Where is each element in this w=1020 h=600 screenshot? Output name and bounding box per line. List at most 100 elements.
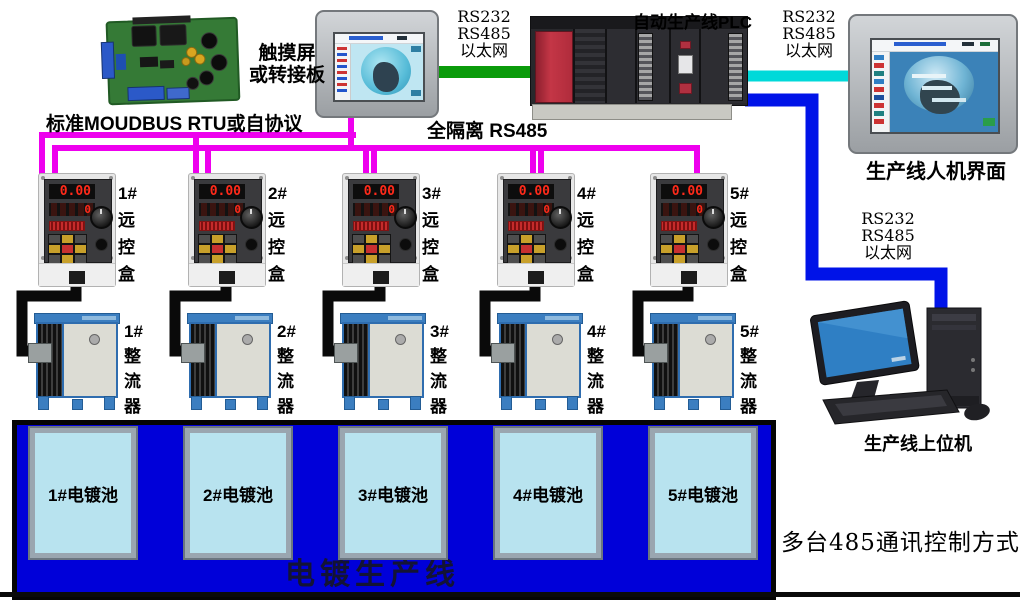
right-button <box>224 244 237 254</box>
cabinet-front <box>368 322 424 398</box>
host-computer <box>805 300 1015 430</box>
plating-tank: 3#电镀池 <box>338 426 448 560</box>
tank-label: 1#电镀池 <box>48 485 118 505</box>
button <box>198 234 211 244</box>
cable-slot <box>681 271 697 284</box>
touch-panel-label: 触摸屏 或转接板 <box>244 43 330 87</box>
screw-decor <box>721 176 725 180</box>
set-button <box>520 244 533 254</box>
remote-box-label: 3# 远控盒 <box>422 180 448 288</box>
rs485-text: RS485 <box>457 24 511 43</box>
cable-slot <box>528 271 544 284</box>
plc-module <box>573 29 607 103</box>
plc-wiring-block <box>679 83 692 94</box>
led-display-bottom: 0 <box>508 203 554 216</box>
led-display-top: 0.00 <box>353 184 399 199</box>
plc-top-rail <box>531 17 747 29</box>
circuit-board-graphic <box>100 15 241 106</box>
cabinet-front <box>525 322 581 398</box>
touch-label-line1: 触摸屏 <box>258 43 316 64</box>
box-name: 远控盒 <box>730 211 747 284</box>
rectifier-number: 4# <box>587 322 606 341</box>
rectifier-label: 2# 整流器 <box>277 319 303 419</box>
titlebar-icon-decor <box>980 42 990 46</box>
button <box>507 234 520 244</box>
remote-control-box: 0.00 0 2# 远控盒 <box>188 173 287 287</box>
rs-label-right-mid: RS232 RS485 以太网 <box>854 210 922 261</box>
cabinet-leg <box>38 396 49 410</box>
power-button <box>245 238 258 251</box>
cable-slot <box>219 271 235 284</box>
right-button <box>533 244 546 254</box>
value-row <box>337 47 347 50</box>
button <box>224 234 237 244</box>
screen-titlebar <box>872 40 998 52</box>
cabinet-leg <box>567 396 578 410</box>
screen-figure-graphic <box>373 62 399 92</box>
plating-line-area: 电镀生产线 1#电镀池 2#电镀池 3#电镀池 4#电镀池 5#电镀池 <box>12 420 776 600</box>
plating-tank: 4#电镀池 <box>493 426 603 560</box>
control-panel: 0.00 0 <box>656 179 725 264</box>
rectifier-name: 整流器 <box>430 347 447 416</box>
screw-decor <box>191 256 195 260</box>
led-value: 0 <box>543 203 550 216</box>
power-button <box>554 238 567 251</box>
plating-tank: 2#电镀池 <box>183 426 293 560</box>
up-button <box>61 234 74 244</box>
menu-chip <box>874 55 884 60</box>
screen-value-column <box>335 44 351 100</box>
box-name: 远控盒 <box>268 211 285 284</box>
led-display-bottom: 0 <box>199 203 245 216</box>
led-value: 0.00 <box>209 184 241 199</box>
photo-text-decor <box>932 98 966 102</box>
rectifier-name: 整流器 <box>124 347 141 416</box>
box-name: 远控盒 <box>118 211 135 284</box>
remote-control-box: 0.00 0 5# 远控盒 <box>650 173 749 287</box>
rectifier-cabinet: 4# 整流器 <box>491 313 606 416</box>
adjust-knob <box>702 206 725 229</box>
box-number: 1# <box>118 184 137 203</box>
up-button <box>211 234 224 244</box>
rectifier-name: 整流器 <box>277 347 294 416</box>
left-button <box>48 244 61 254</box>
led-display-top: 0.00 <box>508 184 554 199</box>
titlebar-text-decor <box>894 42 946 46</box>
plc-led-block <box>680 41 691 49</box>
led-value: 0 <box>84 203 91 216</box>
screen-titlebar <box>335 34 423 44</box>
output-terminal <box>28 343 52 363</box>
led-value: 0 <box>234 203 241 216</box>
output-terminal <box>334 343 358 363</box>
box-number: 5# <box>730 184 749 203</box>
cabinet-knob <box>395 334 406 345</box>
remote-control-box: 0.00 0 3# 远控盒 <box>342 173 441 287</box>
tank-label: 4#电镀池 <box>513 485 583 505</box>
box-number: 2# <box>268 184 287 203</box>
output-terminal <box>644 343 668 363</box>
right-button <box>378 244 391 254</box>
box-base <box>651 263 727 286</box>
bottom-border-line <box>0 592 1020 597</box>
led-display-bottom: 0 <box>49 203 95 216</box>
isolated-rs485-label: 全隔离 RS485 <box>427 121 548 142</box>
remote-box-label: 5# 远控盒 <box>730 180 756 288</box>
cabinet-leg <box>654 396 665 410</box>
led-strip-display <box>199 221 235 231</box>
right-button <box>74 244 87 254</box>
led-display-top: 0.00 <box>49 184 95 199</box>
rectifier-label: 4# 整流器 <box>587 319 613 419</box>
screw-decor <box>109 176 113 180</box>
cable-slot <box>69 271 85 284</box>
control-panel: 0.00 0 <box>348 179 417 264</box>
touch-panel <box>315 10 439 118</box>
cabinet-knob <box>552 334 563 345</box>
screw-decor <box>568 176 572 180</box>
button <box>533 234 546 244</box>
plc-label: 自动生产线PLC <box>633 13 752 32</box>
led-strip-display <box>508 221 544 231</box>
cabinet-knob <box>705 334 716 345</box>
photo-text-decor <box>922 86 952 90</box>
adjust-knob <box>549 206 572 229</box>
cabinet-knob <box>89 334 100 345</box>
ethernet-text: 以太网 <box>784 41 833 60</box>
